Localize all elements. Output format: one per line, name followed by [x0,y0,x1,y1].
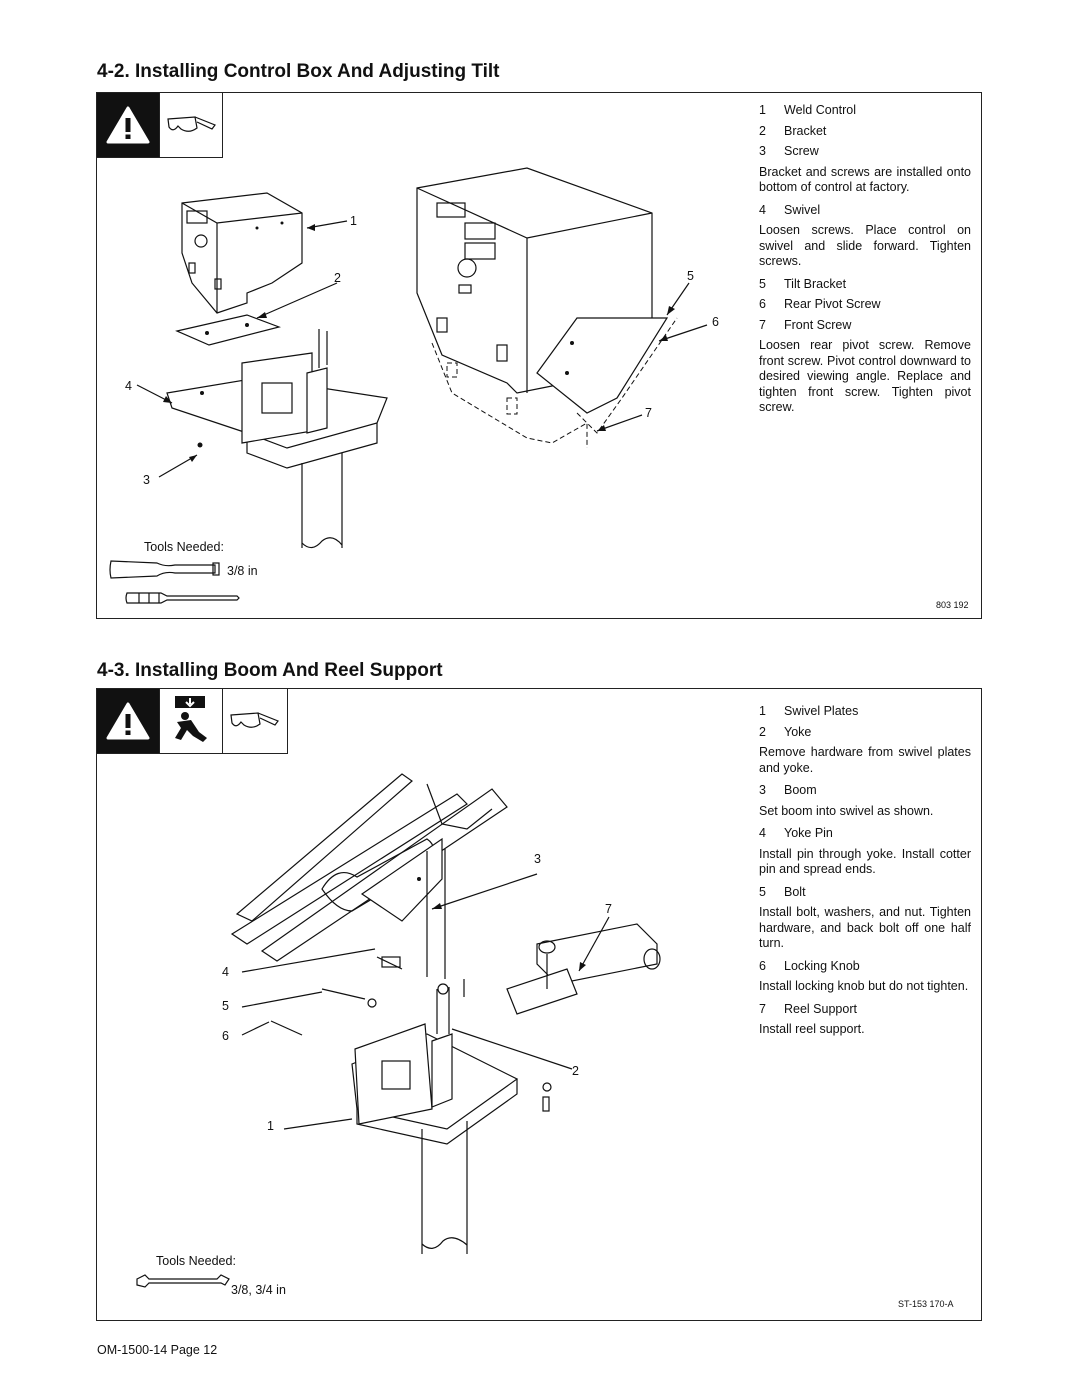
callout-4: 4 [125,379,132,393]
safety-glasses-icon [222,689,285,753]
callout-5: 5 [222,999,229,1013]
section-4-2-panel: 1 2 3 4 5 6 7 Tools Needed: 3/8 in 803 1… [96,92,982,619]
callout-5: 5 [687,269,694,283]
falling-object-icon [159,689,222,753]
step-desc: Remove hardware from swivel plates and y… [759,745,971,775]
callout-2: 2 [334,271,341,285]
figure-number: 803 192 [936,600,969,610]
step-note: Loosen screws. Place control on swivel a… [759,223,971,268]
callout-4: 4 [222,965,229,979]
section-4-2-title: 4-2. Installing Control Box And Adjustin… [97,61,500,82]
callout-1: 1 [267,1119,274,1133]
step-desc: Set boom into swivel as shown. [759,803,934,818]
step-desc: Install bolt, washers, and nut. Tighten … [759,905,971,950]
tools-needed-label: Tools Needed: [144,540,224,554]
warning-icon [97,93,159,157]
section-4-3-panel: 3 7 4 5 6 2 1 Tools Needed: 3/8, 3/4 in … [96,688,982,1321]
callout-2: 2 [572,1064,579,1078]
hazard-icons-row [97,93,223,158]
step-note: Bracket and screws are installed onto bo… [759,164,971,195]
figure-number: ST-153 170-A [898,1299,954,1309]
page-footer: OM-1500-14 Page 12 [97,1343,218,1357]
callout-1: 1 [350,214,357,228]
warning-icon [97,689,159,753]
safety-glasses-icon [159,93,222,157]
callout-6: 6 [222,1029,229,1043]
step-desc: Install pin through yoke. Install cotter… [759,846,971,877]
step-desc: Install reel support. [759,1022,865,1036]
hazard-icons-row [97,689,288,754]
boom-reel-support-figure [136,773,661,1288]
callout-6: 6 [712,315,719,329]
step-note: Loosen rear pivot screw. Remove front sc… [759,338,971,414]
callout-3: 3 [534,852,541,866]
callout-3: 3 [143,473,150,487]
tool-size-label: 3/8, 3/4 in [231,1283,286,1297]
step-desc: Install locking knob but do not tighten. [759,979,969,993]
tool-size-label: 3/8 in [227,564,258,578]
tools-needed-label: Tools Needed: [156,1254,236,1268]
section-4-3-title: 4-3. Installing Boom And Reel Support [97,660,443,681]
callout-7: 7 [605,902,612,916]
callout-7: 7 [645,406,652,420]
control-box-swivel-figure [109,167,708,604]
